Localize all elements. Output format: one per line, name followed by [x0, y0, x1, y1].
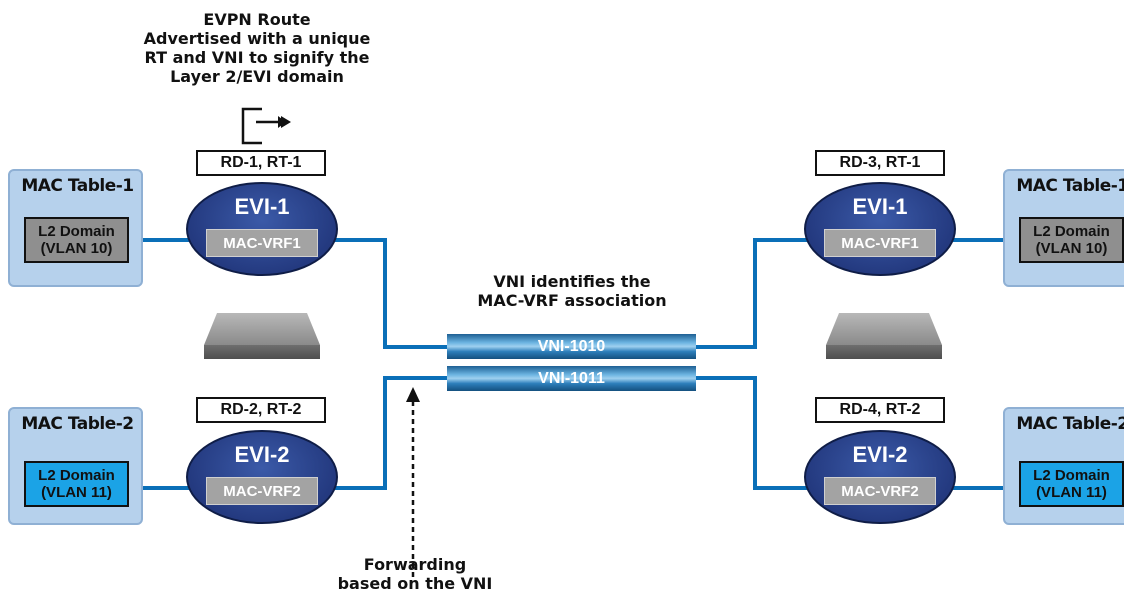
rd-label-bottom-left: RD-2, RT-2: [196, 397, 326, 423]
l2-domain-vlan: (VLAN 11): [1036, 484, 1107, 501]
l2-domain-vlan: (VLAN 10): [1035, 240, 1108, 257]
evpn-route-note: EVPN Route Advertised with a unique RT a…: [127, 10, 387, 86]
l2-domain-label: L2 Domain: [1033, 467, 1110, 484]
l2-domain-label: L2 Domain: [38, 467, 115, 484]
rd-label-bottom-right: RD-4, RT-2: [815, 397, 945, 423]
switch-device-icon: [826, 313, 942, 359]
link-vrf1-left-to-vni1010: [315, 238, 447, 349]
mac-table-right-top: MAC Table-1 L2 Domain (VLAN 10): [1003, 169, 1124, 287]
evi1-right: EVI-1 MAC-VRF1: [804, 182, 956, 276]
mac-vrf1-left: MAC-VRF1: [206, 229, 318, 257]
forwarding-arrow: [406, 387, 420, 577]
vni-identifies-note: VNI identifies the MAC-VRF association: [447, 272, 697, 310]
l2-domain-vlan11: L2 Domain (VLAN 11): [1019, 461, 1124, 507]
vni-identifies-line: VNI identifies the: [493, 272, 651, 291]
mac-table-left-top: MAC Table-1 L2 Domain (VLAN 10): [8, 169, 143, 287]
evi2-right: EVI-2 MAC-VRF2: [804, 430, 956, 524]
mac-table-title: MAC Table-1: [21, 176, 134, 196]
rd-label-top-left: RD-1, RT-1: [196, 150, 326, 176]
evi-label: EVI-2: [852, 442, 908, 467]
mac-table-title: MAC Table-1: [1016, 176, 1124, 196]
export-arrow-icon: [241, 107, 286, 145]
mac-vrf1-right: MAC-VRF1: [824, 229, 936, 257]
evi-label: EVI-1: [852, 194, 908, 219]
vni-1010-tunnel: [447, 334, 696, 359]
vni-identifies-line: MAC-VRF association: [477, 291, 667, 310]
evpn-route-title: EVPN Route: [203, 10, 311, 29]
l2-domain-vlan11: L2 Domain (VLAN 11): [24, 461, 129, 507]
forwarding-line: based on the VNI: [337, 574, 493, 593]
link-vni1011-to-vrf2-right: [696, 376, 822, 490]
vni-1010-label: VNI-1010: [537, 337, 606, 355]
evpn-route-line: RT and VNI to signify the: [144, 48, 370, 67]
evi1-left: EVI-1 MAC-VRF1: [186, 182, 338, 276]
l2-domain-vlan: (VLAN 11): [41, 484, 112, 501]
evi-label: EVI-2: [234, 442, 290, 467]
mac-table-title: MAC Table-2: [1016, 414, 1124, 434]
rd-label-top-right: RD-3, RT-1: [815, 150, 945, 176]
l2-domain-label: L2 Domain: [38, 223, 115, 240]
vni-1011-label: VNI-1011: [538, 369, 605, 387]
evi-label: EVI-1: [234, 194, 290, 219]
mac-table-left-bottom: MAC Table-2 L2 Domain (VLAN 11): [8, 407, 143, 525]
l2-domain-vlan: (VLAN 10): [40, 240, 113, 257]
l2-domain-label: L2 Domain: [1033, 223, 1110, 240]
link-vrf2-left-to-vni1011: [315, 376, 447, 490]
evpn-route-line: Advertised with a unique: [143, 29, 371, 48]
link-vni1010-to-vrf1-right: [696, 238, 822, 349]
mac-table-right-bottom: MAC Table-2 L2 Domain (VLAN 11): [1003, 407, 1124, 525]
mac-vrf2-left: MAC-VRF2: [206, 477, 318, 505]
forwarding-line: Forwarding: [363, 555, 467, 574]
mac-vrf2-right: MAC-VRF2: [824, 477, 936, 505]
evi2-left: EVI-2 MAC-VRF2: [186, 430, 338, 524]
switch-device-icon: [204, 313, 320, 359]
export-arrow-head: [281, 116, 291, 128]
mac-table-title: MAC Table-2: [21, 414, 134, 434]
l2-domain-vlan10: L2 Domain (VLAN 10): [1019, 217, 1124, 263]
evpn-route-line: Layer 2/EVI domain: [170, 67, 344, 86]
vni-1011-tunnel: [447, 366, 696, 391]
l2-domain-vlan10: L2 Domain (VLAN 10): [24, 217, 129, 263]
forwarding-note: Forwarding based on the VNI: [330, 555, 500, 593]
